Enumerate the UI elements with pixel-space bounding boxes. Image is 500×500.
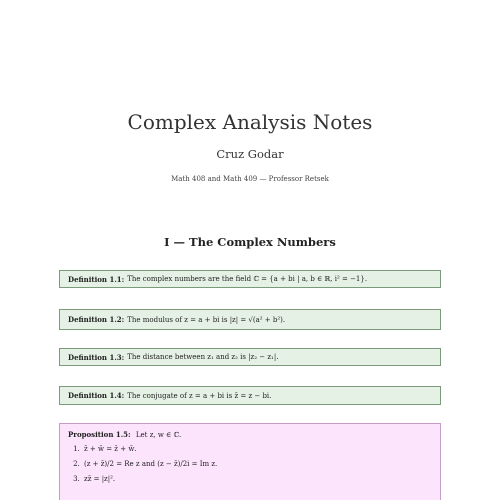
document-title: Complex Analysis Notes xyxy=(127,110,373,134)
definition-text: The conjugate of z = a + bi is z̄ = z − … xyxy=(127,391,272,400)
definition-box: Definition 1.1: The complex numbers are … xyxy=(59,270,441,288)
proposition-item: (z + z̄)/2 = Re z and (z − z̄)/2i = Im z… xyxy=(82,460,432,468)
definition-label: Definition 1.3: xyxy=(68,352,125,362)
definition-box: Definition 1.4: The conjugate of z = a +… xyxy=(59,386,441,405)
section-heading: I — The Complex Numbers xyxy=(164,235,336,249)
definition-text: The modulus of z = a + bi is |z| = √(a² … xyxy=(127,315,286,324)
document-author: Cruz Godar xyxy=(216,147,284,161)
course-line: Math 408 and Math 409 — Professor Retsek xyxy=(171,175,329,183)
definition-box: Definition 1.3: The distance between z₁ … xyxy=(59,348,441,366)
definition-box: Definition 1.2: The modulus of z = a + b… xyxy=(59,309,441,330)
definition-label: Definition 1.4: xyxy=(68,391,125,400)
proposition-item: zz̄ = |z|². xyxy=(82,475,432,483)
proposition-item: z̄ + w̄ = z̄ + w̄. xyxy=(82,445,432,453)
proposition-label: Proposition 1.5: xyxy=(68,430,131,439)
proposition-list: z̄ + w̄ = z̄ + w̄. (z + z̄)/2 = Re z and… xyxy=(68,445,432,483)
definition-text: The distance between z₁ and z₂ is |z₂ − … xyxy=(127,353,279,361)
proposition-text: Let z, w ∈ ℂ. xyxy=(135,431,182,439)
definition-label: Definition 1.2: xyxy=(68,315,125,324)
proposition-header: Proposition 1.5: Let z, w ∈ ℂ. xyxy=(68,430,432,439)
definition-text: The complex numbers are the field ℂ = {a… xyxy=(127,275,368,283)
definition-label: Definition 1.1: xyxy=(68,274,125,284)
proposition-box: Proposition 1.5: Let z, w ∈ ℂ. z̄ + w̄ =… xyxy=(59,423,441,500)
